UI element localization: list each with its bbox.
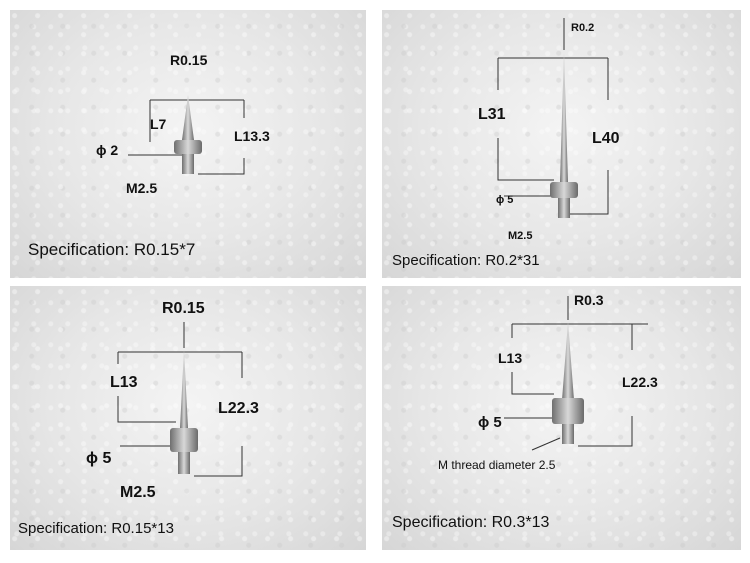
specification-text: Specification: R0.15*7 (28, 240, 196, 259)
diameter-label: ϕ 5 (496, 194, 514, 206)
knurled-collar (170, 428, 198, 452)
knurled-collar (552, 398, 584, 424)
specification-text: Specification: R0.3*13 (392, 514, 550, 531)
length-label: L7 (150, 116, 167, 132)
thread-shank (178, 452, 190, 474)
length-label: L31 (478, 106, 506, 123)
probe-photo-panel-3: R0.15 L13 L22.3 ϕ 5 M2.5 Specification: … (10, 286, 366, 550)
total-length-label: L13.3 (234, 128, 270, 144)
thread-label: M2.5 (508, 230, 533, 242)
thread-shank (562, 424, 574, 444)
knurled-collar (550, 182, 578, 198)
probe-photo-panel-1: R0.15 L7 L13.3 ϕ 2 M2.5 Specification: R… (10, 10, 366, 278)
length-label: L13 (498, 350, 523, 366)
probe-photo-panel-4: R0.3 L13 L22.3 ϕ 5 M thread diameter 2.5… (382, 286, 741, 550)
thread-shank (558, 198, 570, 218)
tip-radius-label: R0.15 (162, 300, 205, 317)
total-length-label: L40 (592, 130, 620, 147)
needle-tip (562, 322, 574, 400)
total-length-label: L22.3 (622, 374, 658, 390)
thread-shank (182, 154, 194, 174)
thread-label: M thread diameter 2.5 (438, 458, 556, 472)
needle-tip (182, 95, 194, 140)
thread-label: M2.5 (120, 484, 156, 501)
thread-label: M2.5 (126, 180, 158, 196)
length-label: L13 (110, 374, 138, 391)
knurled-collar (174, 140, 202, 154)
needle-tip (560, 52, 568, 182)
total-length-label: L22.3 (218, 400, 259, 417)
tip-radius-label: R0.2 (571, 22, 595, 34)
specification-text: Specification: R0.2*31 (392, 252, 540, 269)
probe-drawing-1 (128, 95, 245, 175)
tip-radius-label: R0.15 (170, 52, 208, 68)
diameter-label: ϕ 5 (478, 414, 502, 431)
specification-text: Specification: R0.15*13 (18, 520, 174, 537)
probe-drawing-4 (504, 296, 648, 451)
probe-photo-panel-2: R0.2 L31 L40 ϕ 5 M2.5 Specification: R0.… (382, 10, 741, 278)
needle-tip (180, 350, 188, 428)
probe-drawing-3 (117, 322, 243, 477)
diameter-label: ϕ 2 (96, 142, 119, 158)
diameter-label: ϕ 5 (86, 450, 112, 467)
probe-drawing-2 (497, 18, 609, 218)
tip-radius-label: R0.3 (574, 292, 604, 308)
